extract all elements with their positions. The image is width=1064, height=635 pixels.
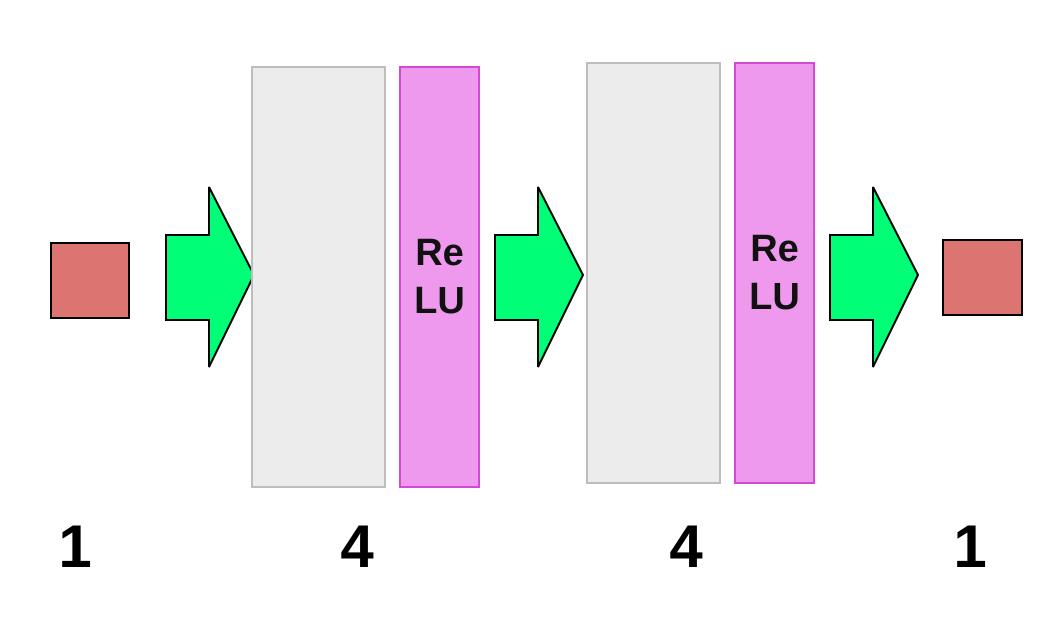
input-size-label: 1 bbox=[58, 513, 92, 580]
hidden-layer-2-linear bbox=[586, 62, 721, 484]
input-node bbox=[50, 242, 130, 319]
relu-label: Re LU bbox=[414, 232, 465, 322]
hidden-2-size-label: 4 bbox=[669, 513, 703, 580]
arrow-right-icon bbox=[829, 186, 920, 368]
hidden-1-size-label: 4 bbox=[340, 513, 374, 580]
output-size-label: 1 bbox=[953, 513, 987, 580]
hidden-layer-1-linear bbox=[251, 66, 386, 488]
relu-label: Re LU bbox=[749, 228, 800, 318]
hidden-layer-2-relu: Re LU bbox=[734, 62, 815, 484]
output-node bbox=[942, 239, 1023, 316]
hidden-layer-1-relu: Re LU bbox=[399, 66, 480, 488]
arrow-right-icon bbox=[494, 186, 585, 368]
arrow-right-icon bbox=[165, 186, 256, 368]
